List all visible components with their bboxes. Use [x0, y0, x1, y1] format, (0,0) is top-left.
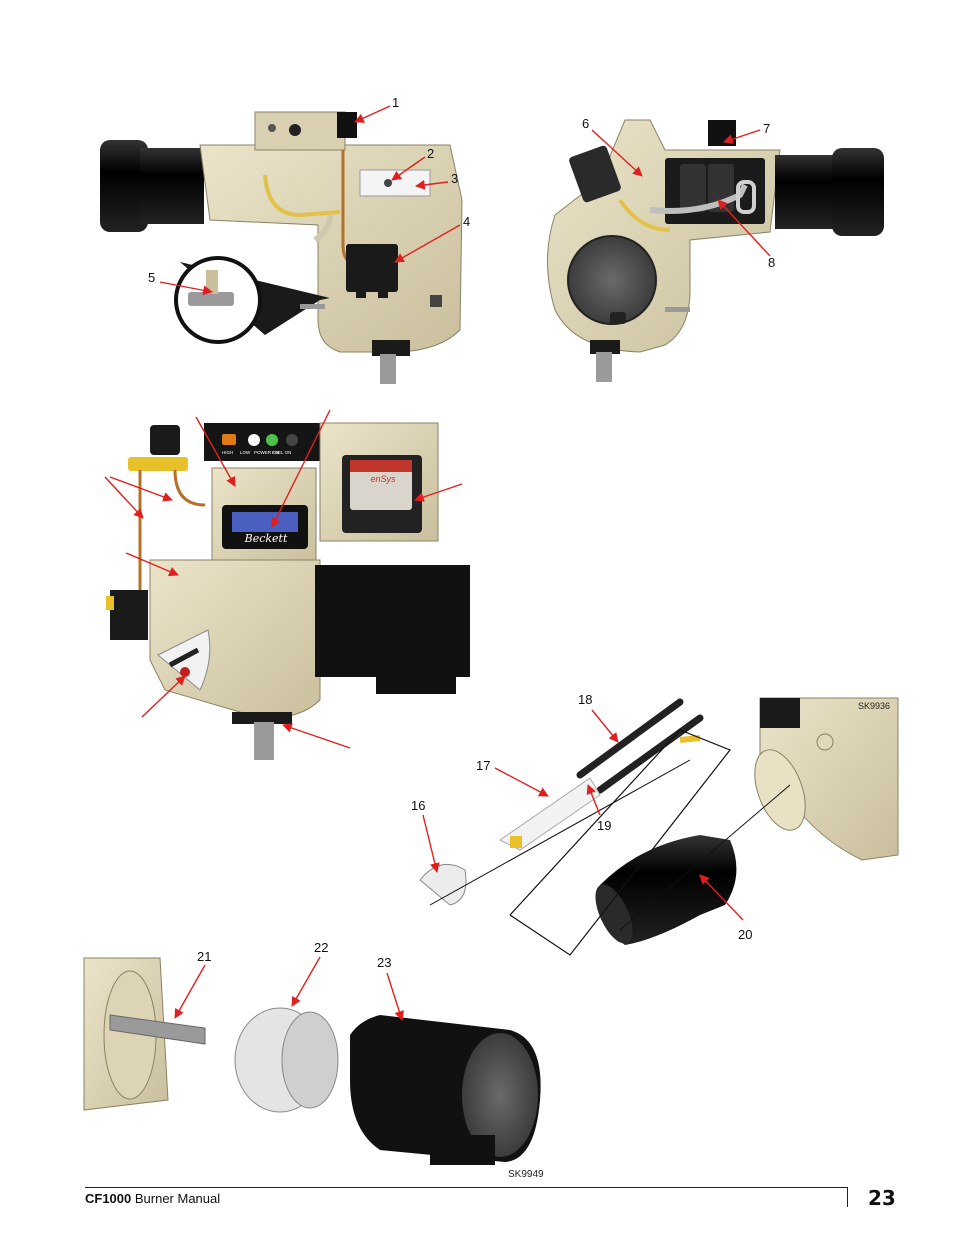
indicator-label: HIGH: [222, 450, 233, 455]
page-number: 23: [868, 1186, 896, 1210]
callout-16: 16: [411, 798, 426, 813]
callout-2: 2: [427, 146, 435, 161]
footer-divider: [847, 1187, 848, 1207]
callout-3: 3: [451, 171, 459, 186]
footer-manual-title: CF1000 Burner Manual: [85, 1191, 220, 1206]
indicator-label: LOW: [240, 450, 251, 455]
controller-brand-text: enSys: [370, 474, 396, 484]
indicator-label: FUEL ON: [272, 450, 291, 455]
callout-22: 22: [314, 940, 329, 955]
callout-4: 4: [463, 214, 471, 229]
callout-19: 19: [597, 818, 612, 833]
drawing-code-sk9936: SK9936: [858, 701, 891, 711]
callout-8: 8: [768, 255, 776, 270]
callout-6: 6: [582, 116, 590, 131]
burner-right-view: [547, 119, 884, 382]
callout-7: 7: [763, 121, 771, 136]
callout-20: 20: [738, 927, 753, 942]
indicator-label: POWER ON: [254, 450, 279, 455]
callout-18: 18: [578, 692, 593, 707]
burner-control-view: [106, 422, 470, 760]
drawing-code-sk9949: SK9949: [508, 1169, 544, 1180]
callout-21: 21: [197, 949, 212, 964]
callout-17: 17: [476, 758, 491, 773]
callout-23: 23: [377, 955, 392, 970]
exploded-motor-view: [83, 957, 541, 1165]
burner-left-view: [100, 111, 463, 384]
callout-1: 1: [392, 95, 400, 110]
exploded-air-tube-view: [419, 697, 899, 956]
footer-manual-name: Burner Manual: [131, 1191, 221, 1206]
panel-brand-text: Beckett: [244, 532, 288, 545]
callout-arrows: [104, 105, 771, 1021]
callout-5: 5: [148, 270, 156, 285]
footer-manual-model: CF1000: [85, 1191, 132, 1206]
footer-rule: [85, 1187, 847, 1188]
